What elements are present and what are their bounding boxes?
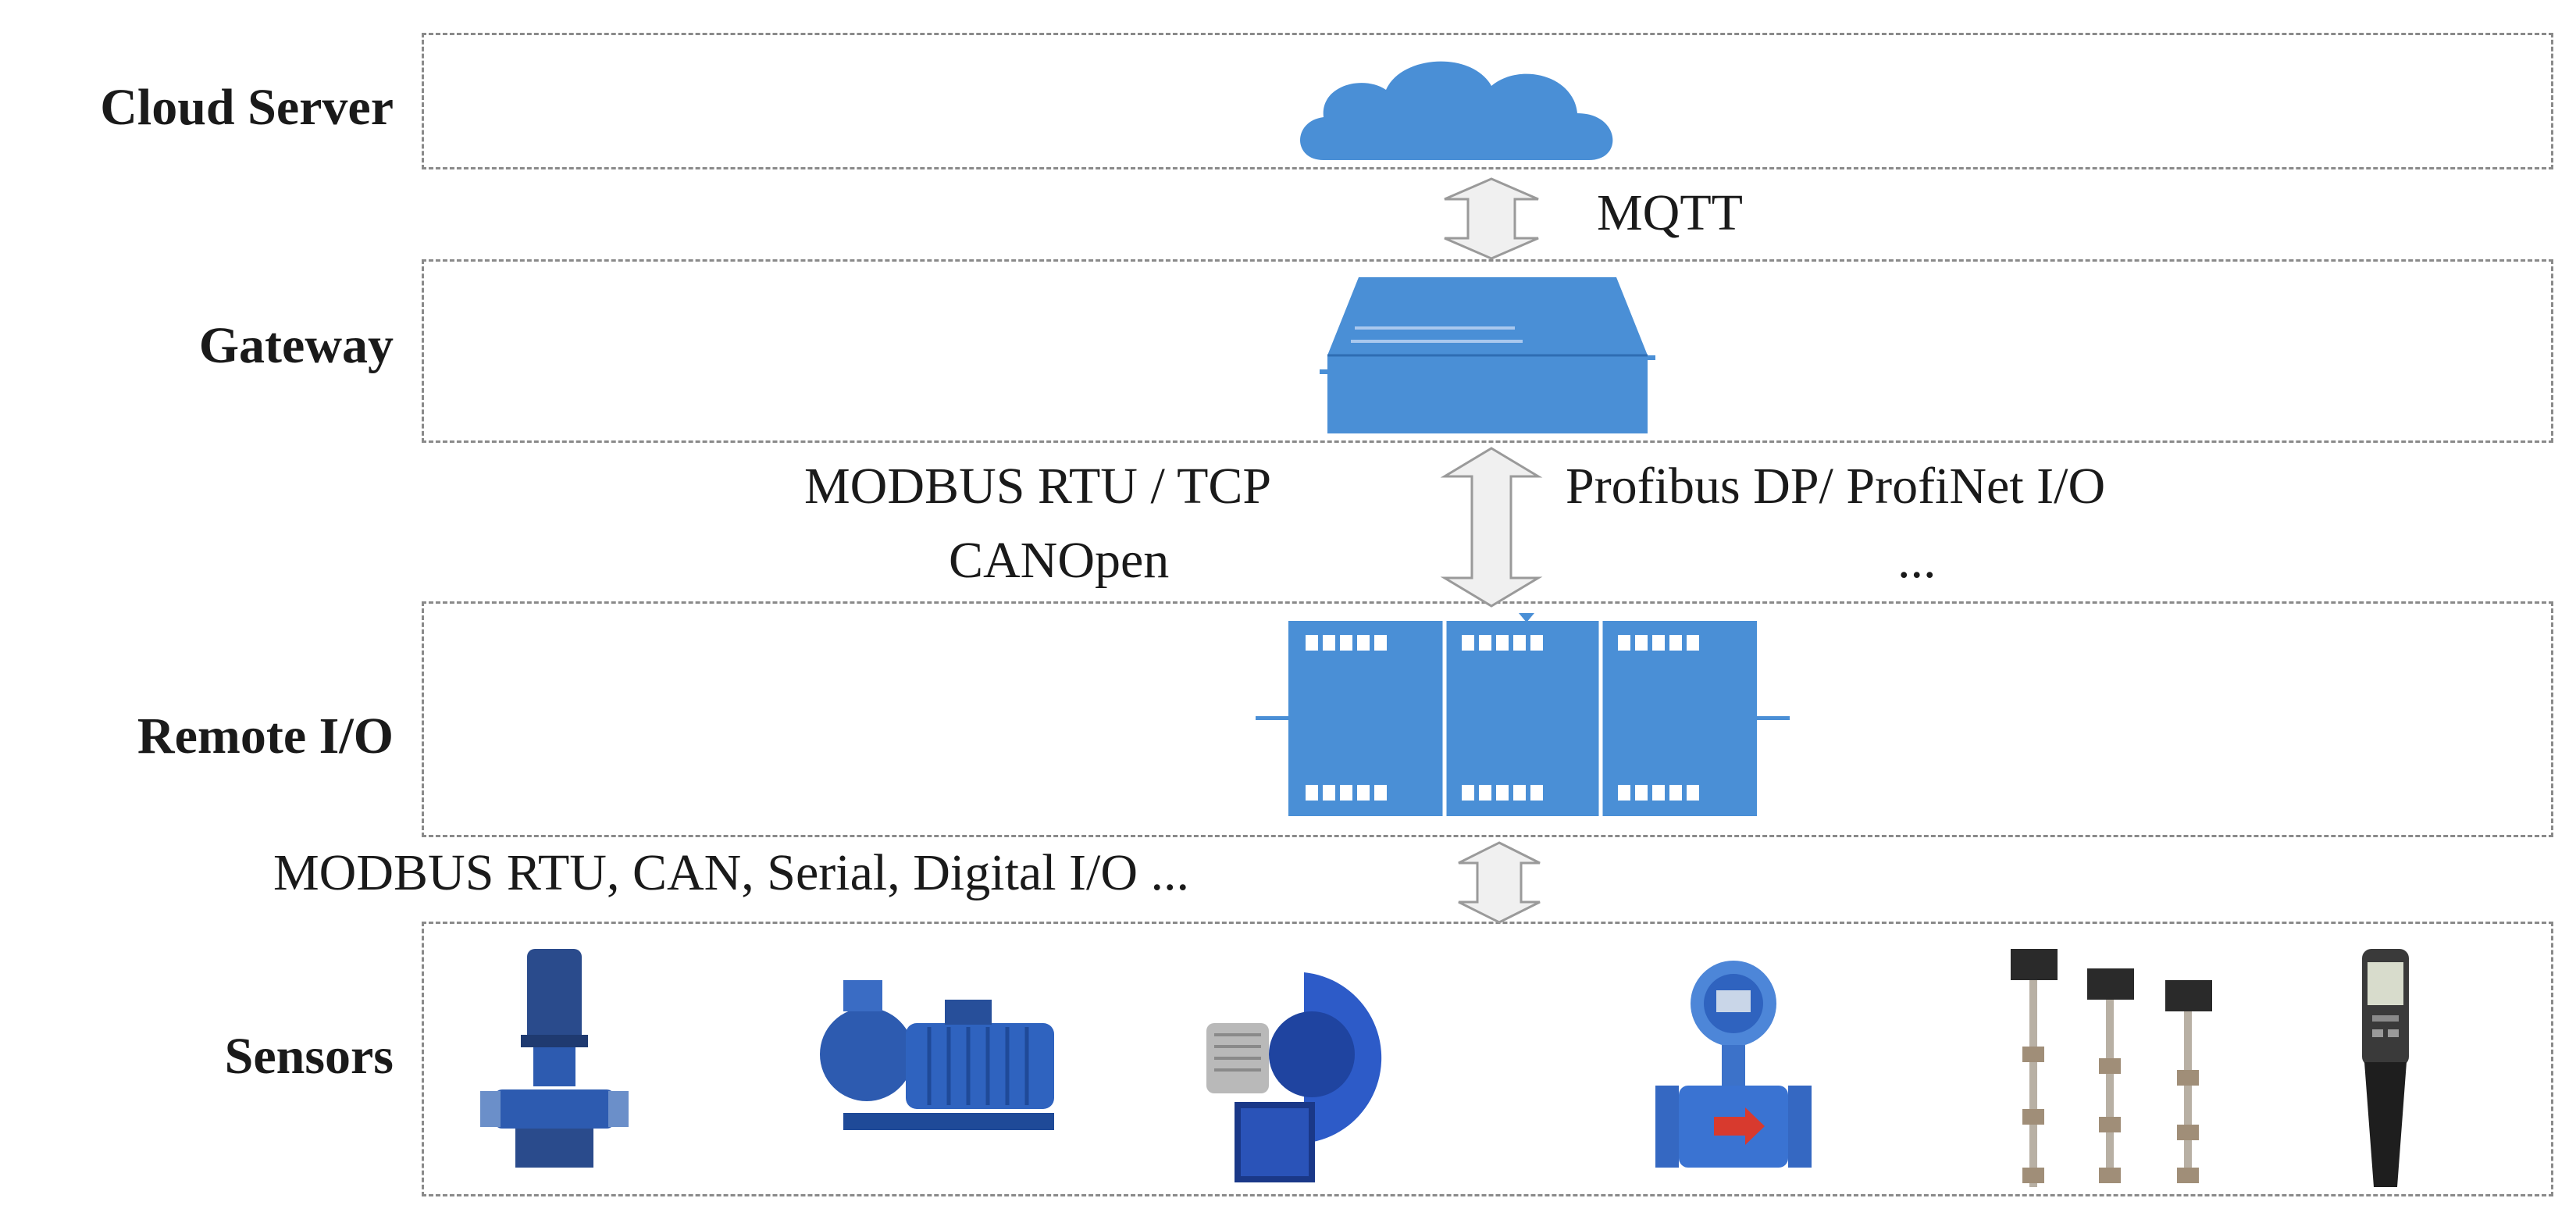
modbus-tcp-label: MODBUS RTU / TCP [804, 458, 1272, 515]
centrifugal-pump-icon [820, 980, 1054, 1130]
cloud-server-label: Cloud Server [100, 79, 394, 136]
fieldbus-double-arrow-icon [1440, 447, 1543, 608]
sensors-label: Sensors [224, 1028, 394, 1085]
mqtt-double-arrow-icon [1444, 177, 1539, 260]
field-double-arrow-icon [1458, 841, 1541, 924]
cloud-layer-box [422, 33, 2553, 169]
profibus-label: Profibus DP/ ProfiNet I/O [1566, 458, 2106, 515]
flow-meter-icon [1655, 961, 1812, 1168]
field-protocols-label: MODBUS RTU, CAN, Serial, Digital I/O ... [273, 844, 1190, 901]
level-sensor-icon [2011, 949, 2212, 1187]
ellipsis-label: ... [1897, 532, 1936, 589]
canopen-label: CANOpen [949, 532, 1170, 589]
gateway-label: Gateway [198, 317, 394, 374]
blower-fan-icon [1206, 972, 1382, 1182]
vertical-pump-icon [480, 949, 629, 1168]
mqtt-label: MQTT [1597, 184, 1743, 241]
cloud-icon [1300, 61, 1613, 160]
gateway-device-icon [1320, 277, 1655, 433]
remote-io-label: Remote I/O [137, 708, 394, 765]
handheld-meter-icon [2362, 949, 2409, 1187]
gateway-layer-box [422, 259, 2553, 443]
remote-io-module-icon [1256, 613, 1790, 816]
sensors-layer-box [422, 922, 2553, 1196]
